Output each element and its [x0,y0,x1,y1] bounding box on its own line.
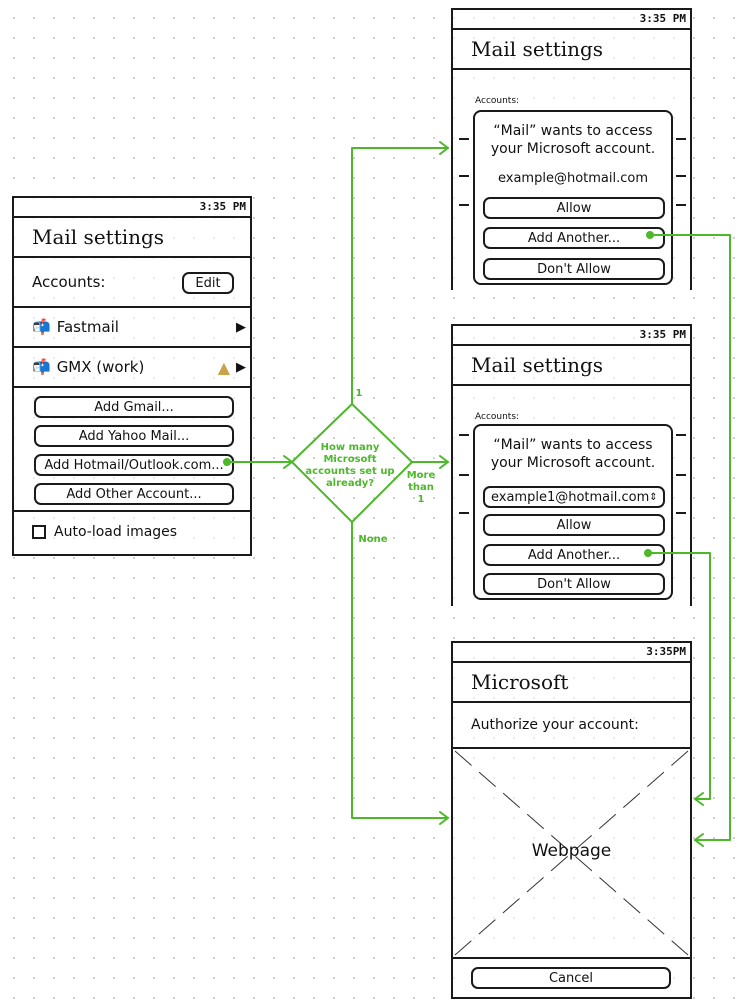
screen-multiple-accounts: 3:35 PM Mail settings Accounts: “Mail” w… [451,324,692,606]
accounts-label: Accounts: [475,96,520,106]
screen-one-account: 3:35 PM Mail settings Accounts: “Mail” w… [451,8,692,290]
permission-dialog: “Mail” wants to access your Microsoft ac… [473,110,673,285]
mailbox-icon: 📬 [32,358,51,376]
status-time: 3:35 PM [453,10,690,30]
accounts-header: Accounts: Edit [14,258,250,308]
page-title: Mail settings [453,346,690,386]
status-time: 3:35 PM [453,326,690,346]
screen-microsoft-auth: 3:35PM Microsoft Authorize your account:… [451,641,692,999]
page-title: Mail settings [453,30,690,70]
checkbox[interactable] [32,525,46,539]
add-hotmail-button[interactable]: Add Hotmail/Outlook.com... [34,454,234,476]
account-name: Fastmail [56,318,119,336]
decision-question: How many Microsoft accounts set up alrea… [305,442,395,489]
webpage-label: Webpage [531,841,612,861]
add-account-section: Add Gmail... Add Yahoo Mail... Add Hotma… [14,388,250,512]
page-title: Microsoft [453,663,690,703]
authorize-prompt: Authorize your account: [453,703,690,749]
accounts-label: Accounts: [475,412,520,422]
arrow-branch-one [351,147,449,405]
branch-label-more: More than 1 [406,470,436,505]
permission-message: “Mail” wants to access your Microsoft ac… [490,437,656,471]
allow-button[interactable]: Allow [483,514,665,536]
cancel-button[interactable]: Cancel [471,967,671,989]
account-select[interactable]: example1@hotmail.com ⇕ [483,486,665,508]
connector-dot [223,458,231,466]
permission-message: “Mail” wants to access your Microsoft ac… [490,123,656,157]
add-another-button[interactable]: Add Another... [483,544,665,566]
account-row-gmx[interactable]: 📬 GMX (work) ▲ ▶ [14,348,250,388]
connector-dot [644,549,652,557]
webpage-placeholder[interactable]: Webpage [453,749,690,959]
arrow-branch-none [351,521,449,819]
branch-label-none: None [358,534,388,545]
add-gmail-button[interactable]: Add Gmail... [34,396,234,418]
branch-label-one: 1 [355,388,363,399]
chevron-right-icon: ▶ [236,319,246,335]
add-other-account-button[interactable]: Add Other Account... [34,483,234,505]
select-arrows-icon: ⇕ [649,491,658,503]
account-select-value: example1@hotmail.com [491,489,650,505]
status-time: 3:35PM [453,643,690,663]
warning-icon: ▲ [217,357,230,377]
add-yahoo-button[interactable]: Add Yahoo Mail... [34,425,234,447]
account-name: GMX (work) [56,358,145,376]
autoload-label: Auto-load images [54,524,178,540]
connector-dot [646,231,654,239]
dont-allow-button[interactable]: Don't Allow [483,573,665,595]
autoload-row[interactable]: Auto-load images [14,512,250,552]
permission-dialog: “Mail” wants to access your Microsoft ac… [473,424,673,600]
account-email: example@hotmail.com [498,171,648,186]
status-time: 3:35 PM [14,198,250,218]
screen-mail-settings: 3:35 PM Mail settings Accounts: Edit 📬 F… [12,196,252,556]
account-row-fastmail[interactable]: 📬 Fastmail ▶ [14,308,250,348]
edit-button[interactable]: Edit [182,272,234,294]
dont-allow-button[interactable]: Don't Allow [483,258,665,280]
page-title: Mail settings [14,218,250,258]
chevron-right-icon: ▶ [236,359,246,375]
add-another-button[interactable]: Add Another... [483,227,665,249]
allow-button[interactable]: Allow [483,197,665,219]
mailbox-icon: 📬 [32,318,51,336]
accounts-label: Accounts: [32,273,106,291]
